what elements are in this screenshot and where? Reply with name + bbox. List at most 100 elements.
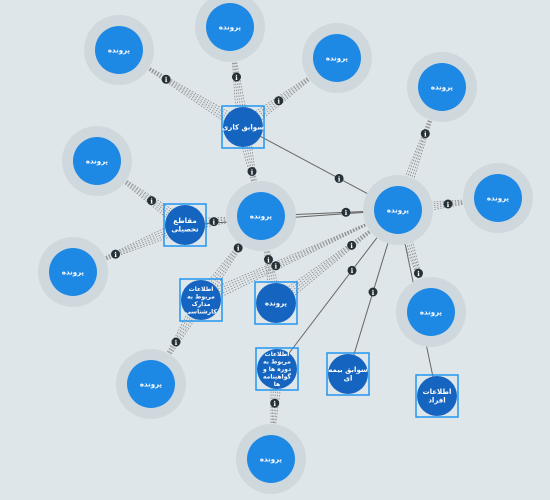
info-icon[interactable]: ℹ [111, 249, 121, 259]
svg-text:ℹ: ℹ [273, 400, 276, 408]
svg-text:ℹ: ℹ [350, 242, 353, 250]
info-icon[interactable]: ℹ [161, 74, 171, 84]
edge-strand [202, 209, 399, 304]
node-label: پرونده [86, 157, 109, 165]
node-circle [313, 34, 361, 82]
node-p-right-lower[interactable]: پرونده [396, 277, 466, 347]
edge-strand [203, 215, 262, 302]
node-label: پرونده [140, 380, 163, 388]
node-circle [257, 349, 297, 389]
node-p-top-right[interactable]: پرونده [302, 23, 372, 93]
node-p-left[interactable]: پرونده [38, 237, 108, 307]
svg-text:ℹ: ℹ [165, 76, 168, 84]
node-label: پرونده [260, 455, 283, 463]
node-circle [181, 280, 221, 320]
node-hub-center[interactable]: پرونده [226, 181, 296, 251]
selection-box [179, 278, 223, 322]
info-icon[interactable]: ℹ [341, 207, 351, 217]
info-icon[interactable]: ℹ [233, 243, 243, 253]
node-label: پرونده [431, 83, 454, 91]
node-circle [247, 435, 295, 483]
svg-text:ℹ: ℹ [372, 289, 375, 297]
node-circle [407, 288, 455, 336]
node-label: پرونده [62, 268, 85, 276]
svg-text:ℹ: ℹ [424, 131, 427, 139]
edge[interactable] [198, 209, 399, 306]
node-p-right-upper[interactable]: پرونده [407, 52, 477, 122]
node-label: پرونده [250, 212, 273, 220]
node-circle [256, 283, 296, 323]
node-p-bottom-left[interactable]: پرونده [116, 349, 186, 419]
selection-box [415, 374, 459, 418]
svg-text:ℹ: ℹ [150, 197, 153, 205]
svg-text:ℹ: ℹ [237, 245, 240, 253]
info-icon[interactable]: ℹ [270, 398, 280, 408]
selection-box [326, 352, 370, 396]
info-icon[interactable]: ℹ [171, 337, 181, 347]
node-circle [165, 205, 205, 245]
info-icon[interactable]: ℹ [347, 265, 357, 275]
node-circle [237, 192, 285, 240]
info-icon[interactable]: ℹ [274, 96, 284, 106]
edge-strand [72, 227, 187, 273]
svg-text:ℹ: ℹ [213, 218, 216, 226]
selection-box [163, 203, 207, 247]
info-icon[interactable]: ℹ [209, 217, 219, 226]
nodes-layer: پرونده پرونده پرونده پرونده پرونده پرونده پرون… [38, 0, 533, 494]
svg-text:ℹ: ℹ [235, 74, 238, 82]
info-icon[interactable]: ℹ [232, 72, 241, 82]
node-attr-job[interactable]: سوابق کاری [221, 105, 265, 149]
info-icon[interactable]: ℹ [368, 287, 378, 297]
edge[interactable] [195, 215, 262, 304]
svg-text:ℹ: ℹ [338, 175, 341, 183]
info-icon[interactable]: ℹ [420, 129, 430, 139]
node-circle [374, 186, 422, 234]
svg-text:ℹ: ℹ [275, 263, 278, 271]
svg-text:ℹ: ℹ [251, 168, 254, 176]
node-label: پرونده [108, 46, 131, 54]
node-label: پرونده [265, 299, 288, 307]
info-icon[interactable]: ℹ [443, 199, 453, 209]
node-attr-file[interactable]: پرونده [254, 281, 298, 325]
node-p-top[interactable]: پرونده [195, 0, 265, 62]
info-icon[interactable]: ℹ [147, 196, 157, 205]
info-icon[interactable]: ℹ [271, 261, 281, 271]
edge-strand [195, 215, 262, 297]
info-icon[interactable]: ℹ [347, 240, 357, 250]
node-label: پرونده [387, 206, 410, 214]
edge-strand [205, 215, 262, 304]
node-circle [95, 26, 143, 74]
edge-strand [200, 209, 399, 301]
info-icon[interactable]: ℹ [264, 255, 273, 264]
node-label: سوابق کاری [222, 123, 264, 131]
node-p-bottom[interactable]: پرونده [236, 424, 306, 494]
node-p-right[interactable]: پرونده [463, 163, 533, 233]
edge-strand [198, 215, 262, 299]
info-icon[interactable]: ℹ [334, 173, 344, 183]
svg-text:ℹ: ℹ [345, 209, 348, 217]
node-label: پرونده [326, 54, 349, 62]
edge-strand [199, 209, 399, 298]
node-label: پرونده [219, 23, 242, 31]
node-circle [127, 360, 175, 408]
edge-strand [200, 215, 262, 301]
edge-strand [72, 230, 188, 273]
info-icon[interactable]: ℹ [247, 167, 257, 176]
svg-text:ℹ: ℹ [175, 339, 178, 347]
node-p-top-left[interactable]: پرونده [84, 15, 154, 85]
node-label: پرونده [487, 194, 510, 202]
edge[interactable] [72, 219, 188, 273]
info-icon[interactable]: ℹ [413, 268, 423, 278]
node-hub-right[interactable]: پرونده [363, 175, 433, 245]
node-p-left-upper[interactable]: پرونده [62, 126, 132, 196]
